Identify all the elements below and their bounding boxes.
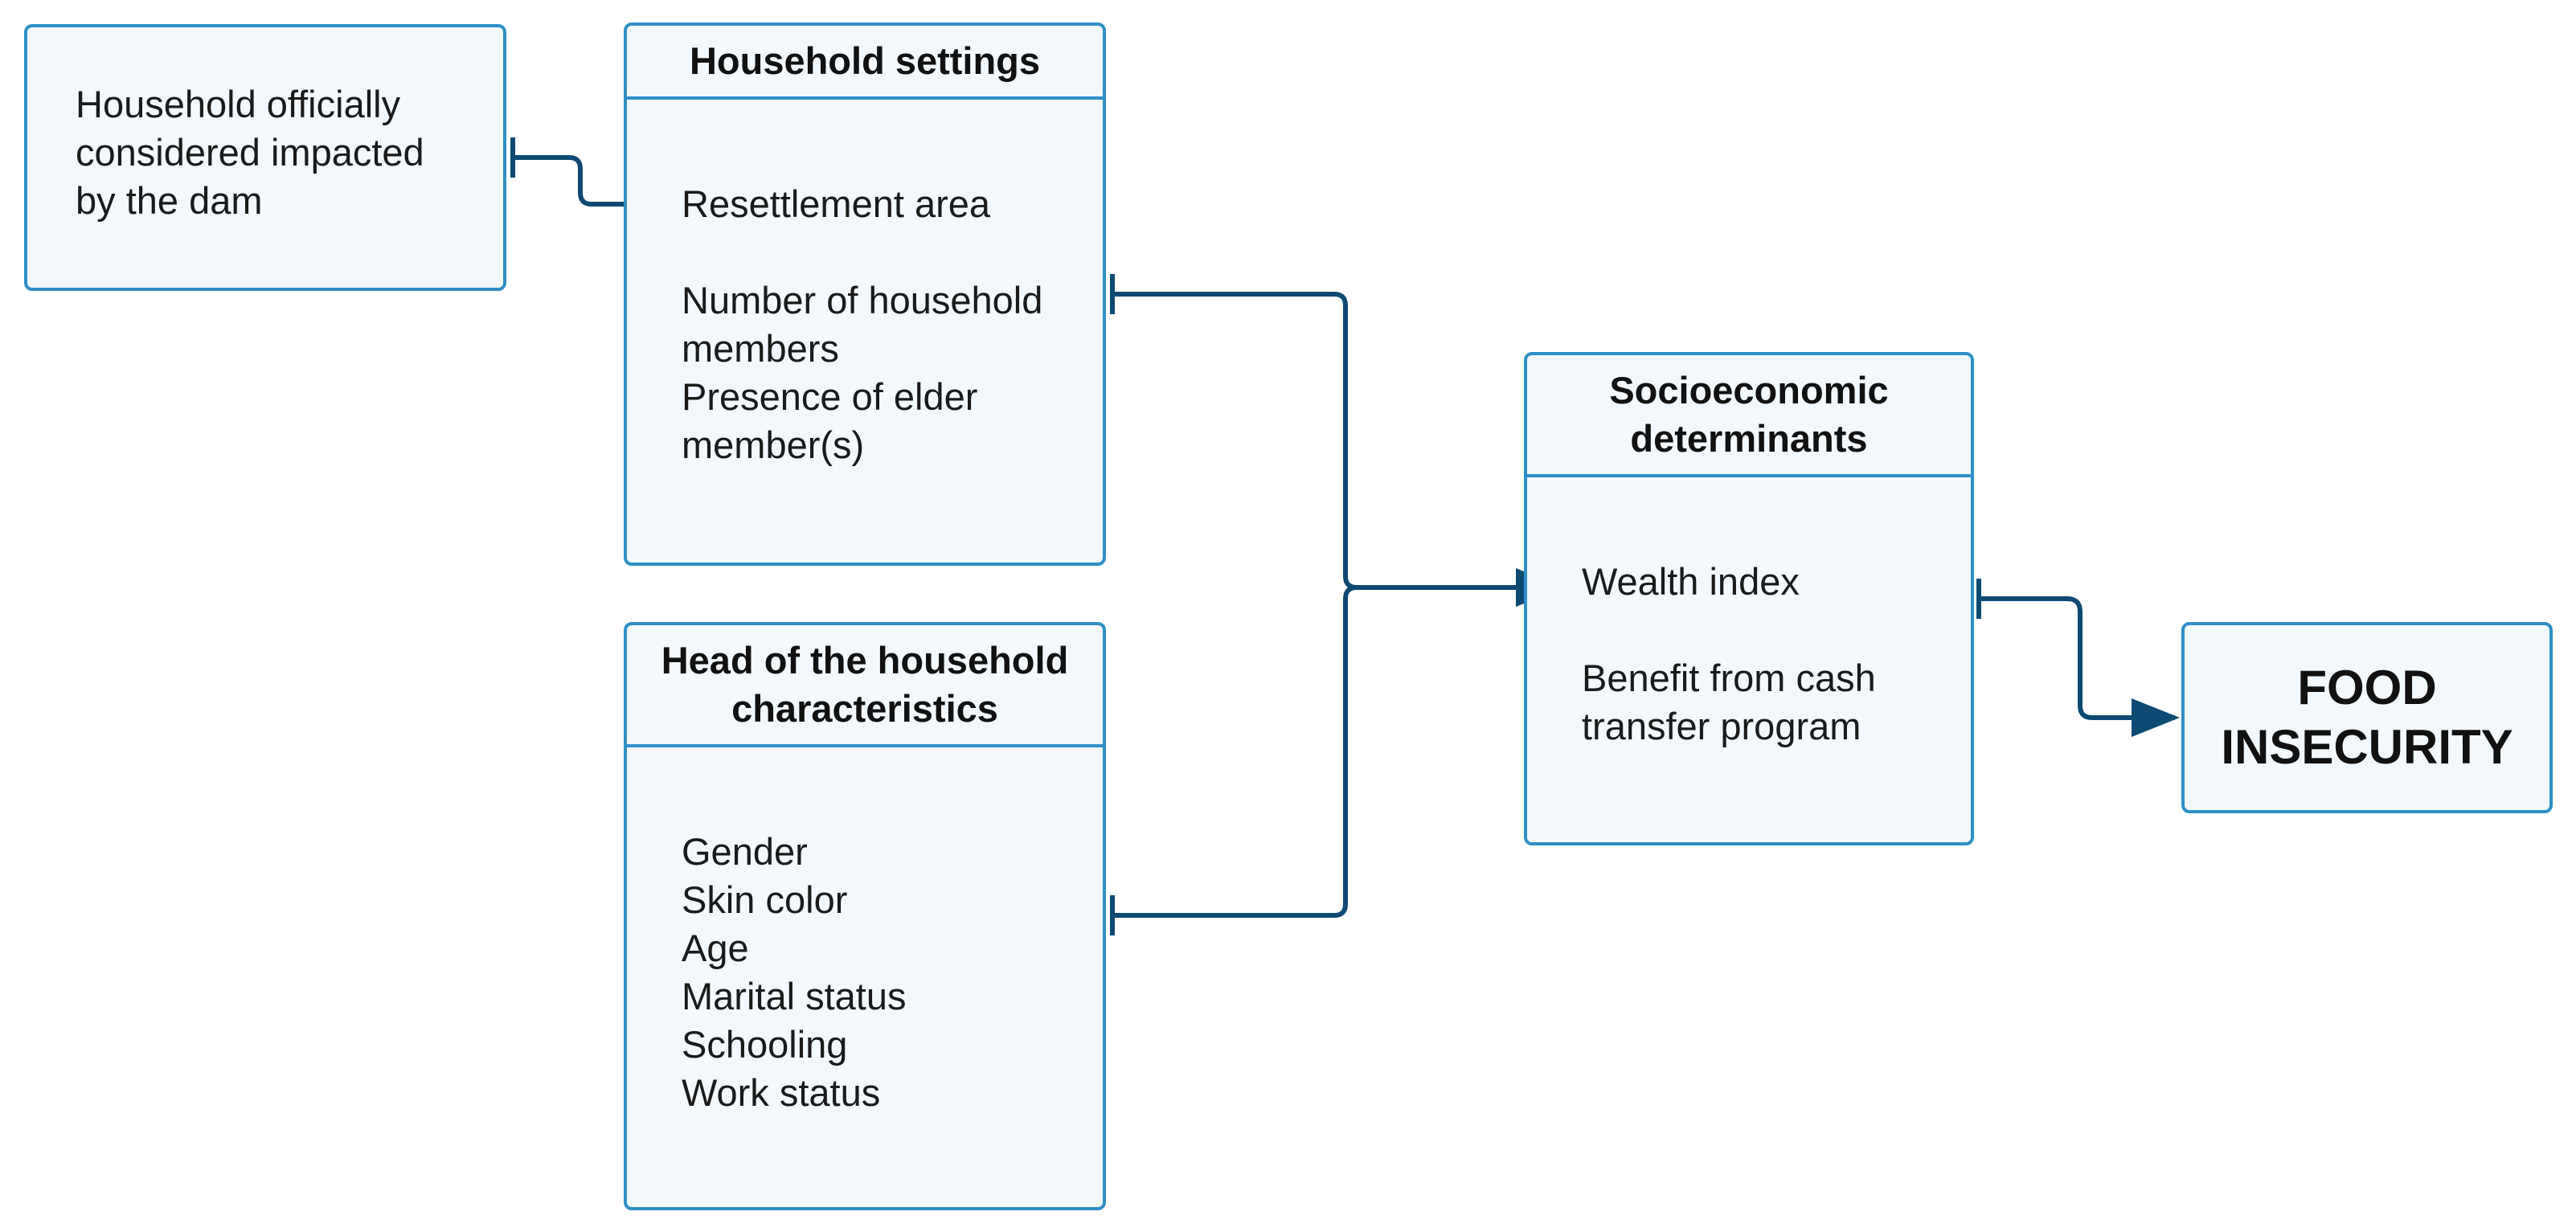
socioeconomic-title-line: Socioeconomic [1609,369,1889,411]
food-insecurity-label: FOOD INSECURITY [2221,658,2513,777]
list-item: Work status [682,1071,881,1114]
head-of-household-title-line: Head of the household [661,639,1069,681]
list-item: Benefit from cash transfer program [1582,657,1876,747]
impacted-by-dam-text: Household officially considered impacted… [27,27,503,288]
head-of-household-title: Head of the household characteristics [627,625,1103,747]
list-item: Wealth index [1582,560,1800,603]
connector-impacted-to-household-settings [513,155,674,223]
list-item: Resettlement area [682,182,991,225]
household-settings-items: Resettlement area Number of household me… [627,100,1103,563]
food-insecurity-line: FOOD [2297,661,2437,714]
impacted-line: Household officially [76,83,401,125]
socioeconomic-determinants-box: Socioeconomic determinants Wealth index … [1524,352,1974,845]
socioeconomic-title-line: determinants [1630,417,1868,460]
food-insecurity-box: FOOD INSECURITY [2181,622,2553,813]
head-of-household-items: Gender Skin color Age Marital status Sch… [627,747,1103,1207]
connector-socioeconomic-to-food-insecurity [1979,596,2180,737]
impacted-line: considered impacted [76,131,424,174]
impacted-by-dam-box: Household officially considered impacted… [24,24,506,291]
list-item: Gender [682,830,808,873]
list-item: Age [682,927,749,969]
list-item: Number of household members [682,279,1043,370]
list-item: Skin color [682,878,848,921]
list-item: Presence of elder member(s) [682,375,978,466]
list-item: Marital status [682,975,907,1017]
impacted-line: by the dam [76,179,263,222]
socioeconomic-title: Socioeconomic determinants [1527,355,1971,477]
connector-household-settings-to-socioeconomic [1112,292,1564,607]
head-of-household-title-line: characteristics [731,687,998,730]
socioeconomic-items: Wealth index Benefit from cash transfer … [1527,477,1971,842]
food-insecurity-line: INSECURITY [2221,720,2513,774]
household-settings-box: Household settings Resettlement area Num… [624,23,1106,566]
household-settings-title: Household settings [627,26,1103,100]
list-item: Schooling [682,1023,848,1066]
connector-head-of-household-to-socioeconomic [1112,585,1358,918]
head-of-household-box: Head of the household characteristics Ge… [624,622,1106,1210]
